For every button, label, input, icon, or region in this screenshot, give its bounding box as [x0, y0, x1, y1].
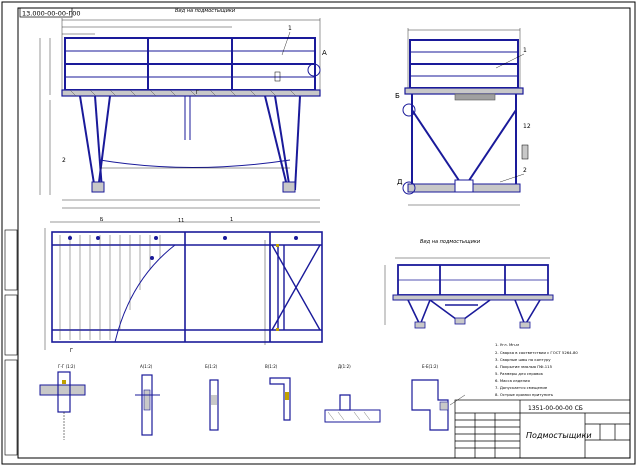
callout-a: А [322, 49, 327, 57]
side-view-bottom: Вид на подмостыщики [384, 239, 554, 329]
note-4: 4. Покрытие эмалью ПФ-115 [495, 364, 553, 369]
section-label-3: Б(1:2) [205, 364, 218, 369]
doc-name: Подмостыщики [526, 431, 592, 440]
note-5: 5. Размеры для справок [495, 371, 544, 376]
note-1: 1. Угл. Мп-м [495, 342, 519, 347]
callout-12-side: 12 [523, 123, 531, 130]
title-block [454, 399, 631, 459]
note-6: 6. Масса изделия [495, 378, 530, 383]
note-7: 7. Допускается смещение [495, 385, 548, 390]
drawing-code: 13.000-00-00-Г00 [22, 10, 81, 18]
callout-1-side: 1 [523, 47, 527, 54]
side-view-top: Б Д 1 12 2 [395, 28, 531, 206]
note-2: 2. Сварка в соответствии с ГОСТ 5264-80 [495, 350, 578, 355]
plan-view: Б 11 1 Г [44, 217, 323, 354]
callout-11-plan: 11 [178, 218, 184, 224]
main-view: Вид на подмостыщики [39, 8, 327, 209]
callout-1-main: 1 [288, 25, 292, 32]
callout-2-main: 2 [62, 157, 66, 164]
note-8: 8. Острые кромки притупить [495, 392, 554, 397]
section-label-4: В(1:2) [265, 364, 278, 369]
inner-frame [17, 7, 631, 459]
section-label-1: Г-Г (1:2) [58, 364, 76, 369]
doc-number: 1351-00-00-00 СБ [528, 405, 583, 412]
section-label-7: Е-Е(1:2) [422, 364, 438, 369]
left-margin-strip [4, 229, 18, 456]
section-label-5: Д(1:2) [338, 364, 351, 369]
notes-block: 1. Угл. Мп-м 2. Сварка в соответствии с … [495, 342, 578, 397]
callout-g: Г [196, 90, 199, 96]
callout-b: Б [395, 92, 400, 100]
callout-b-plan: Б [100, 217, 104, 223]
side-bottom-title: Вид на подмостыщики [420, 239, 481, 245]
main-deck [61, 89, 321, 97]
callout-d: Д [397, 178, 403, 186]
callout-1-plan: 1 [230, 217, 233, 223]
main-view-title: Вид на подмостыщики [175, 8, 236, 14]
callout-2-side: 2 [523, 167, 527, 174]
callout-g-plan: Г [70, 348, 73, 354]
note-3: 3. Сварные швы по контуру [495, 357, 551, 362]
detail-sections: Г-Г (1:2) А(1:2) Б(1:2) В(1:2) Д(1:2) Е-… [39, 364, 466, 440]
section-label-2: А(1:2) [140, 364, 153, 369]
code-box [19, 7, 73, 18]
